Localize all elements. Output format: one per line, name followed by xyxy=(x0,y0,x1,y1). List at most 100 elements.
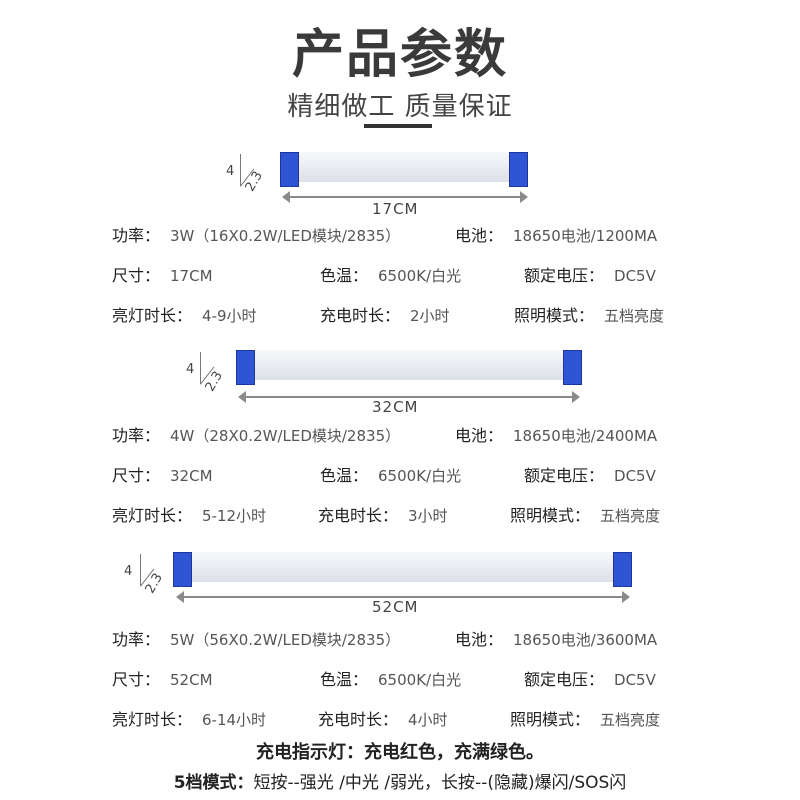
spec-battery: 电池： 18650电池/1200MA xyxy=(455,222,657,246)
spec-light-time: 亮灯时长：4-9小时 xyxy=(112,302,257,326)
page-subtitle: 精细做工 质量保证 xyxy=(287,92,513,122)
spec-color-temp: 色温： 6500K/白光 xyxy=(320,462,461,486)
spec-light-mode: 照明模式： 五档亮度 xyxy=(510,502,660,526)
spec-power: 功率： 5W（56X0.2W/LED模块/2835） xyxy=(112,626,400,650)
mode-description: 5档模式：短按--强光 /中光 /弱光，长按--(隐藏)爆闪/SOS闪 xyxy=(0,768,800,793)
spec-label: 电池： xyxy=(455,426,504,445)
spec-size: 尺寸： 17CM xyxy=(112,262,213,286)
spec-value: 2小时 xyxy=(410,307,450,325)
spec-label: 功率： xyxy=(112,630,161,649)
spec-label: 亮灯时长： xyxy=(112,306,193,325)
charge-indicator-note: 充电指示灯：充电红色，充满绿色。 xyxy=(256,742,544,763)
length-dimension-label: 32CM xyxy=(372,398,419,416)
spec-label: 电池： xyxy=(455,630,504,649)
product-block-52cm: 4 2.3 52CM 功率： 5W（56X0.2W/LED模块/2835） 电池：… xyxy=(0,542,800,742)
tube-end-cap-left xyxy=(280,152,299,187)
depth-dimension-label: 2.3 xyxy=(202,368,227,395)
spec-value: 五档亮度 xyxy=(600,507,661,525)
spec-label: 充电时长： xyxy=(318,506,399,525)
height-dimension-line xyxy=(200,352,201,384)
spec-battery: 电池： 18650电池/2400MA xyxy=(455,422,657,446)
spec-label: 额定电压： xyxy=(524,670,605,689)
spec-label: 照明模式： xyxy=(510,506,591,525)
length-dimension-arrow xyxy=(176,591,630,603)
spec-label: 充电时长： xyxy=(318,710,399,729)
spec-value: 18650电池/3600MA xyxy=(513,631,658,649)
spec-value: 52CM xyxy=(170,671,213,689)
spec-value: 6500K/白光 xyxy=(378,267,462,285)
spec-value: 5-12小时 xyxy=(202,507,267,525)
spec-value: 3小时 xyxy=(408,507,448,525)
title-divider xyxy=(364,124,432,128)
length-dimension-arrow xyxy=(238,391,580,403)
depth-dimension-label: 2.3 xyxy=(242,168,267,195)
spec-charge-time: 充电时长： 4小时 xyxy=(318,706,448,730)
height-dimension-label: 4 xyxy=(124,564,133,579)
spec-label: 照明模式： xyxy=(510,710,591,729)
height-dimension-line xyxy=(140,554,141,586)
spec-light-mode: 照明模式： 五档亮度 xyxy=(514,302,664,326)
spec-value: 4W（28X0.2W/LED模块/2835） xyxy=(170,427,401,445)
spec-light-time: 亮灯时长： 5-12小时 xyxy=(112,502,266,526)
spec-label: 尺寸： xyxy=(112,266,161,285)
spec-voltage: 额定电压：DC5V xyxy=(524,462,656,486)
spec-value: 18650电池/2400MA xyxy=(513,427,658,445)
mode-description-text: 短按--强光 /中光 /弱光，长按--(隐藏)爆闪/SOS闪 xyxy=(253,773,627,793)
spec-value: 五档亮度 xyxy=(604,307,665,325)
spec-label: 色温： xyxy=(320,466,369,485)
spec-label: 色温： xyxy=(320,670,369,689)
spec-value: 6500K/白光 xyxy=(378,671,462,689)
spec-label: 功率： xyxy=(112,426,161,445)
led-tube-image xyxy=(236,350,582,385)
spec-value: 6-14小时 xyxy=(202,711,267,729)
spec-voltage: 额定电压： DC5V xyxy=(524,262,656,286)
spec-charge-time: 充电时长： 2小时 xyxy=(320,302,450,326)
spec-label: 额定电压： xyxy=(524,466,605,485)
height-dimension-label: 4 xyxy=(226,164,235,179)
tube-end-cap-right xyxy=(613,552,632,587)
page-title: 产品参数 xyxy=(291,25,508,85)
spec-value: 6500K/白光 xyxy=(378,467,462,485)
tube-end-cap-right xyxy=(563,350,582,385)
spec-label: 尺寸： xyxy=(112,670,161,689)
spec-color-temp: 色温： 6500K/白光 xyxy=(320,262,461,286)
spec-label: 照明模式： xyxy=(514,306,595,325)
product-block-17cm: 4 2.3 17CM 功率：3W（16X0.2W/LED模块/2835） 电池：… xyxy=(0,140,800,340)
spec-value: 32CM xyxy=(170,467,213,485)
spec-label: 亮灯时长： xyxy=(112,506,193,525)
spec-charge-time: 充电时长： 3小时 xyxy=(318,502,448,526)
spec-label: 额定电压： xyxy=(524,266,605,285)
spec-value: 5W（56X0.2W/LED模块/2835） xyxy=(170,631,401,649)
spec-value: 18650电池/1200MA xyxy=(513,227,658,245)
spec-battery: 电池： 18650电池/3600MA xyxy=(455,626,657,650)
tube-end-cap-right xyxy=(509,152,528,187)
led-tube-image xyxy=(280,152,528,187)
tube-end-cap-left xyxy=(236,350,255,385)
length-dimension-label: 52CM xyxy=(372,598,419,616)
spec-color-temp: 色温： 6500K/白光 xyxy=(320,666,461,690)
product-block-32cm: 4 2.3 32CM 功率： 4W（28X0.2W/LED模块/2835） 电池：… xyxy=(0,340,800,540)
depth-dimension-label: 2.3 xyxy=(142,570,167,597)
spec-label: 亮灯时长： xyxy=(112,710,193,729)
spec-label: 色温： xyxy=(320,266,369,285)
spec-value: 17CM xyxy=(170,267,213,285)
spec-power: 功率： 4W（28X0.2W/LED模块/2835） xyxy=(112,422,400,446)
spec-value: 五档亮度 xyxy=(600,711,661,729)
spec-label: 充电时长： xyxy=(320,306,401,325)
height-dimension-label: 4 xyxy=(186,362,195,377)
spec-size: 尺寸： 52CM xyxy=(112,666,213,690)
spec-label: 电池： xyxy=(455,226,504,245)
spec-value: DC5V xyxy=(614,267,656,285)
length-dimension-arrow xyxy=(282,191,528,203)
height-dimension-line xyxy=(240,154,241,186)
spec-power: 功率：3W（16X0.2W/LED模块/2835） xyxy=(112,222,400,246)
length-dimension-label: 17CM xyxy=(372,200,419,218)
mode-description-label: 5档模式： xyxy=(173,773,254,793)
spec-size: 尺寸：32CM xyxy=(112,462,213,486)
spec-light-time: 亮灯时长： 6-14小时 xyxy=(112,706,266,730)
spec-value: 4小时 xyxy=(408,711,448,729)
spec-value: 3W（16X0.2W/LED模块/2835） xyxy=(170,227,401,245)
led-tube-image xyxy=(173,552,632,587)
tube-end-cap-left xyxy=(173,552,192,587)
spec-light-mode: 照明模式： 五档亮度 xyxy=(510,706,660,730)
